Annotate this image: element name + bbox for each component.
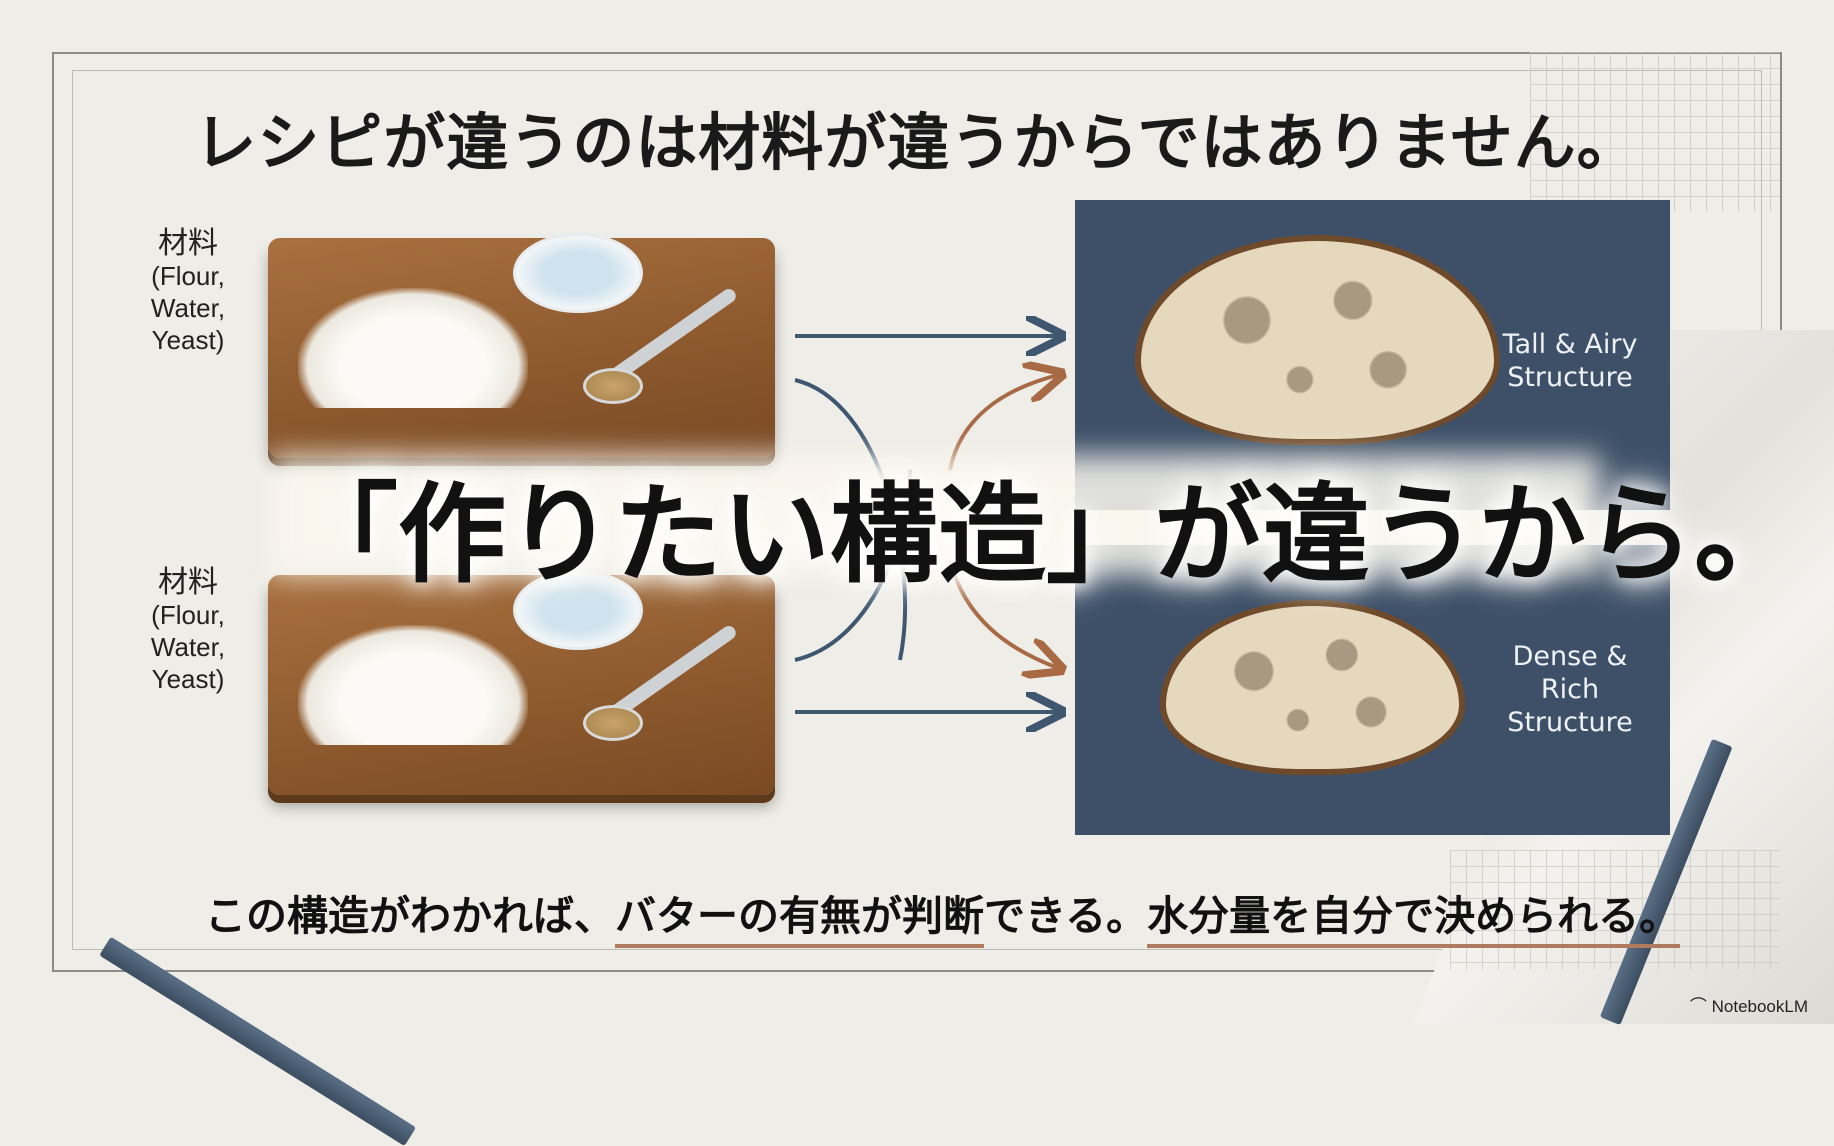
grid-paper-top	[1530, 52, 1780, 212]
bread-dense	[1160, 600, 1465, 775]
caption-text: この構造がわかれば、	[205, 892, 615, 940]
ingredient-sub: (Flour,	[151, 600, 225, 630]
water-bowl	[513, 233, 643, 313]
ingredient-label: 材料	[158, 566, 218, 599]
caption-underlined: バターの有無が判断	[615, 892, 984, 948]
ingredient-sub: Water,	[150, 293, 226, 323]
flour-pile	[298, 288, 528, 408]
notebooklm-icon: ⌒	[1689, 997, 1712, 1016]
label-line: Structure	[1507, 362, 1633, 393]
ingredient-sub: (Flour,	[151, 261, 225, 291]
ingredient-sub: Water,	[150, 632, 226, 662]
ingredient-label-top: 材料 (Flour, Water, Yeast)	[128, 228, 248, 356]
headline-glow	[270, 455, 1600, 575]
label-line: Tall & Airy	[1502, 329, 1638, 360]
ingredient-label-bottom: 材料 (Flour, Water, Yeast)	[128, 567, 248, 695]
arrow-curve-brown-up	[948, 375, 1058, 471]
cutting-board-bottom	[268, 570, 775, 795]
headline: 「作りたい構造」が違うから。	[290, 472, 1803, 598]
label-line: Structure	[1507, 707, 1633, 738]
yeast-spoon	[583, 705, 643, 741]
panel-label-dense: Dense & Rich Structure	[1480, 640, 1660, 739]
caption-text: できる。	[984, 892, 1148, 940]
arrows	[794, 0, 1834, 1024]
label-line: Rich	[1540, 674, 1600, 705]
ingredient-sub: Yeast)	[151, 325, 225, 355]
ingredient-label: 材料	[158, 227, 218, 260]
grid-paper-bottom	[1450, 850, 1780, 970]
flour-pile	[298, 625, 528, 745]
bottom-caption: この構造がわかれば、バターの有無が判断できる。水分量を自分で決められる。	[205, 882, 1681, 948]
caption-underlined: 水分量を自分で決められる。	[1147, 892, 1681, 948]
arrow-curve-brown-down	[948, 559, 1058, 668]
panel-dense: Dense & Rich Structure	[1075, 545, 1670, 835]
brand-text: NotebookLM	[1711, 997, 1808, 1016]
water-bowl	[513, 570, 643, 650]
panel-label-airy: Tall & Airy Structure	[1480, 328, 1660, 394]
label-line: Dense &	[1512, 641, 1628, 672]
notebooklm-brand: ⌒ NotebookLM	[1690, 992, 1808, 1017]
slide-title: レシピが違うのは材料が違うからではありません。	[194, 106, 1640, 179]
cutting-board-top	[268, 233, 775, 458]
yeast-spoon	[583, 368, 643, 404]
ingredient-sub: Yeast)	[151, 664, 225, 694]
bread-airy	[1135, 235, 1500, 445]
